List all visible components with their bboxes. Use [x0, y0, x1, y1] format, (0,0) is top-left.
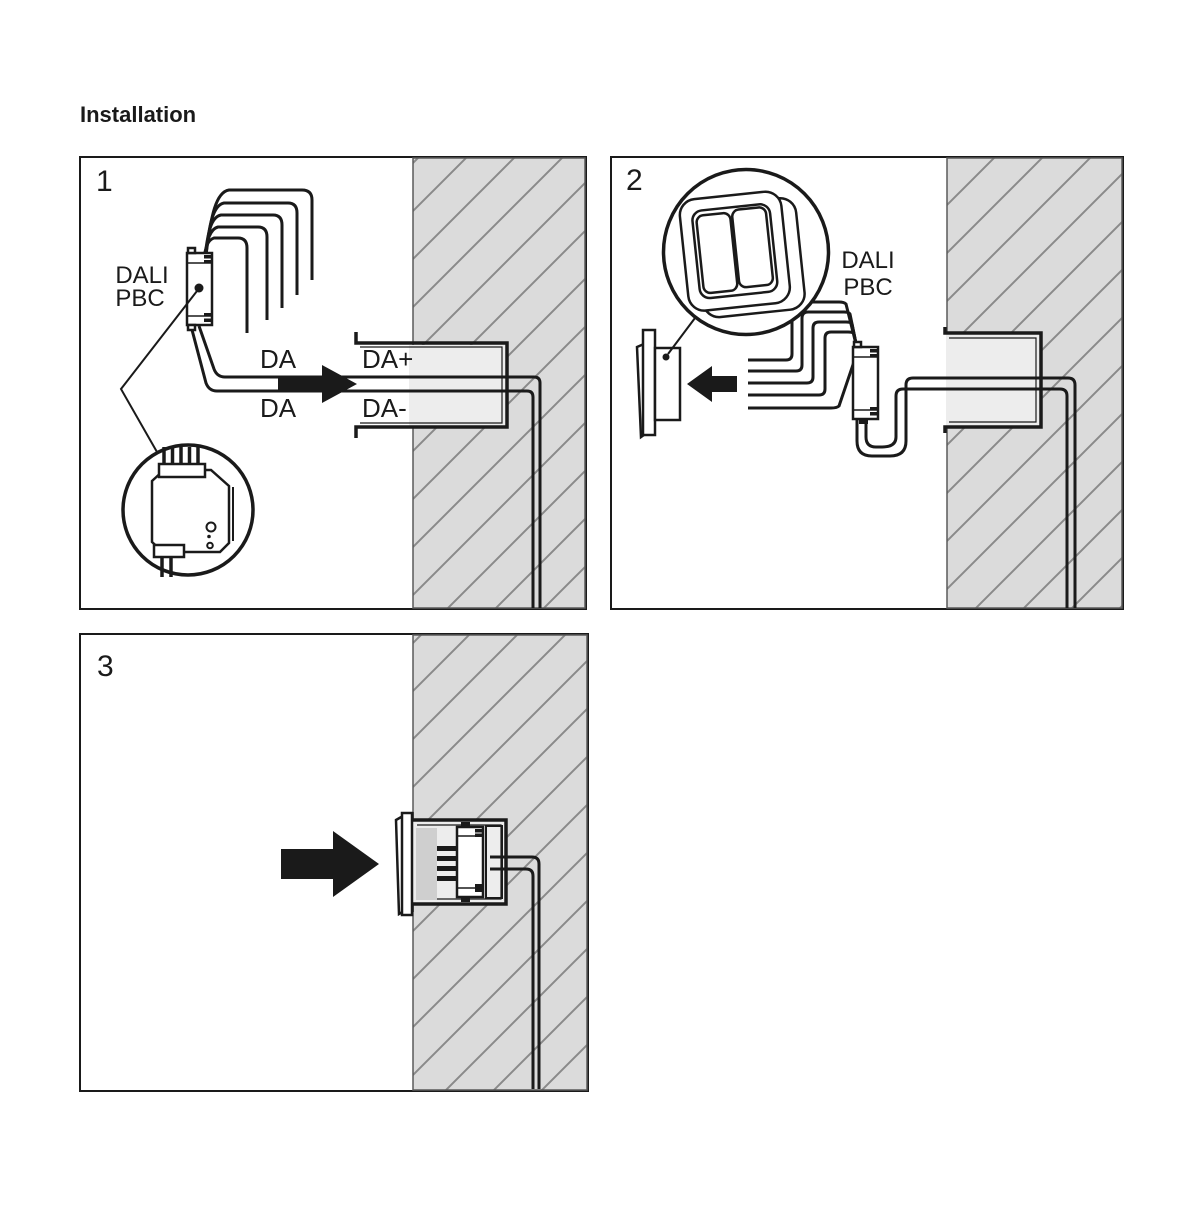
switch-mechanism-block	[416, 828, 437, 900]
rocker-right	[731, 206, 775, 289]
wall-recess	[409, 345, 506, 426]
dali-pair-wires	[855, 376, 1077, 608]
panel-step-2: 2 DALI PBC	[610, 156, 1124, 610]
step-number: 3	[97, 650, 114, 683]
cover-plate	[400, 811, 414, 917]
panel-step-1: 1 DALI PBC DA DA DA+ DA-	[79, 156, 587, 610]
dali-pair-wires	[189, 325, 542, 608]
device-holder	[485, 825, 503, 899]
dali-pbc-device	[851, 340, 880, 424]
led-indicator	[205, 521, 217, 533]
device-label-line2: PBC	[115, 285, 164, 312]
step-number: 1	[96, 165, 113, 198]
flush-mount-box-inner	[949, 337, 1037, 423]
device-label-line1: DALI	[841, 247, 894, 274]
led-dot	[207, 534, 211, 539]
dali-pair-wires	[490, 855, 541, 1089]
cover-plate	[641, 328, 657, 437]
arrow-right-icon	[281, 831, 379, 897]
installed-assembly	[394, 811, 503, 917]
wire-label-da-plus: DA+	[362, 344, 413, 374]
callout-dot	[194, 283, 204, 293]
pushbutton-detail-circle	[661, 167, 831, 337]
arrow-left-icon	[687, 366, 737, 402]
pushbutton-side-view	[635, 317, 696, 440]
led-indicator-small	[206, 541, 214, 550]
flush-mount-box	[354, 332, 509, 438]
device-label-line1: DALI	[115, 262, 168, 289]
wall-recess	[946, 334, 1040, 426]
callout-dot	[662, 353, 670, 361]
module-detail-circle	[121, 443, 255, 577]
panel-step-3: 3	[79, 633, 589, 1092]
device-label-line2: PBC	[843, 274, 892, 301]
wire-label-da-minus: DA-	[362, 393, 407, 423]
rocker-left	[695, 211, 739, 295]
step-number: 2	[626, 164, 643, 197]
dali-pbc-device	[455, 822, 485, 902]
page-title: Installation	[80, 102, 196, 127]
callout-line	[667, 317, 696, 355]
dali-pbc-device	[185, 246, 214, 332]
wire-label-da-bottom: DA	[260, 393, 297, 423]
flush-mount-box-inner	[360, 346, 503, 424]
wire-label-da-top: DA	[260, 344, 297, 374]
flush-mount-box	[943, 327, 1043, 433]
pushbutton-wires	[202, 188, 314, 333]
callout-line	[119, 290, 198, 453]
arrow-right-icon	[278, 365, 357, 403]
